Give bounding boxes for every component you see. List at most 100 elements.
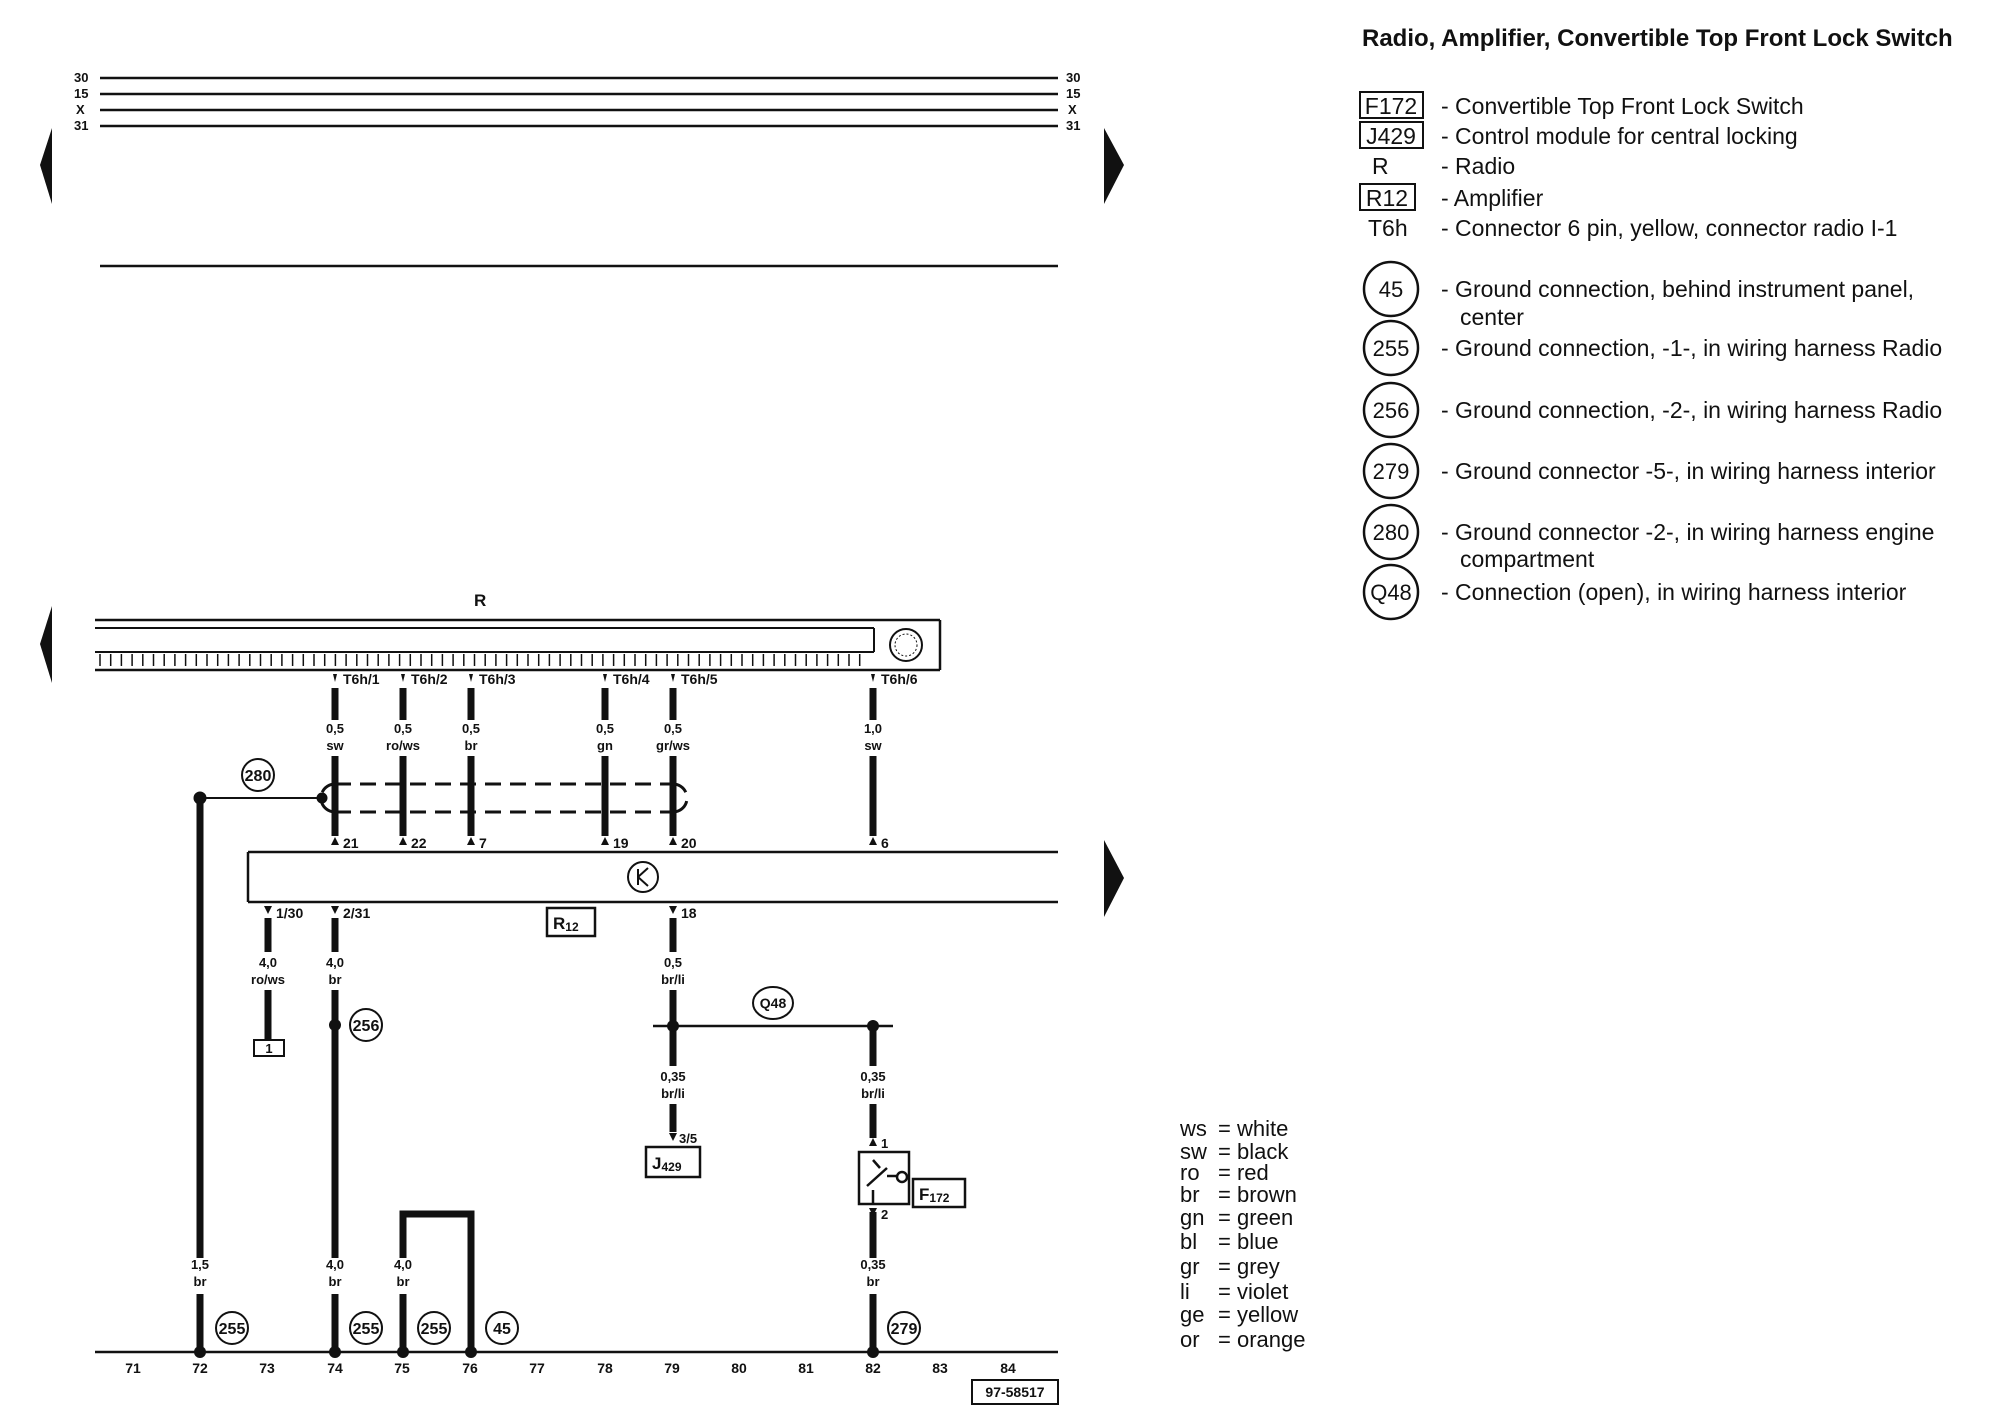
wire-size-9: 0,5: [664, 955, 682, 970]
radio-pin-arrows: [333, 674, 875, 682]
track-84: 84: [1000, 1360, 1016, 1376]
color-key: ws = white sw = black ro = red br = brow…: [1179, 1116, 1305, 1352]
color-key-abbr-br: br: [1180, 1182, 1200, 1207]
diagram-number-box: [971, 1379, 1059, 1405]
legend-ground-code-256: 256: [1373, 398, 1410, 423]
bus-label-left-30: 30: [74, 70, 88, 85]
wire-size-15: 0,35: [860, 1257, 885, 1272]
wire-size-10: 0,35: [660, 1069, 685, 1084]
wire-color-11: br/li: [861, 1086, 885, 1101]
legend-ground-code-280: 280: [1373, 520, 1410, 545]
wire-color-3: br: [465, 738, 478, 753]
wire-size-5: 0,5: [664, 721, 682, 736]
pin-label-t6h-1: T6h/1: [343, 671, 380, 687]
track-75: 75: [394, 1360, 410, 1376]
page-arrow-right-top: [1104, 128, 1124, 204]
track-79: 79: [664, 1360, 680, 1376]
page-arrow-left-top: [40, 128, 52, 204]
ground-255-symbol-a: [215, 1311, 249, 1345]
amp-pin-7: 7: [479, 835, 487, 851]
wire-color-14: br: [397, 1274, 410, 1289]
wire-color-5: gr/ws: [656, 738, 690, 753]
diagram-title: Radio, Amplifier, Convertible Top Front …: [1362, 25, 1953, 52]
f172-switch: [857, 1150, 911, 1206]
legend-ground-255-icon: [1362, 319, 1420, 377]
wire-color-8: br: [329, 972, 342, 987]
legend-ground-desc-256: - Ground connection, -2-, in wiring harn…: [1441, 397, 1942, 423]
f172-pin-1: 1: [881, 1136, 888, 1151]
legend-code-t6h: T6h: [1368, 215, 1408, 241]
ground-279-label: 279: [891, 1321, 918, 1338]
ground-255-symbol-c: [417, 1311, 451, 1345]
legend-code-f172: F172: [1365, 93, 1417, 119]
legend-ground-desc-45: - Ground connection, behind instrument p…: [1441, 276, 1914, 302]
radio-component: [95, 618, 942, 672]
amplifier-component: [246, 850, 1058, 904]
amp-pin-19: 19: [613, 835, 629, 851]
pin-label-t6h-6: T6h/6: [881, 671, 918, 687]
ground-bus-junctions: [194, 1346, 879, 1358]
color-key-abbr-gr: gr: [1180, 1254, 1200, 1279]
color-key-abbr-ws: ws: [1179, 1116, 1207, 1141]
bottom-ground-symbols: 255 255 255 45 279: [215, 1311, 921, 1345]
ground-255-label-b: 255: [353, 1321, 380, 1338]
ground-255-label-c: 255: [421, 1321, 448, 1338]
current-track-numbers: 71 72 73 74 75 76 77 78 79 80 81 82 83 8…: [125, 1360, 1016, 1376]
legend-desc-j429: - Control module for central locking: [1441, 123, 1798, 149]
legend-ground-280-icon: [1362, 503, 1420, 561]
bus-label-left-31: 31: [74, 118, 88, 133]
amp-pin-21: 21: [343, 835, 359, 851]
color-key-abbr-bl: bl: [1180, 1229, 1197, 1254]
radio-pin-labels: T6h/1 T6h/2 T6h/3 T6h/4 T6h/5 T6h/6: [343, 671, 918, 687]
pin-label-t6h-2: T6h/2: [411, 671, 448, 687]
color-key-abbr-gn: gn: [1180, 1205, 1204, 1230]
ground-280-branch: [193, 791, 328, 1352]
track-73: 73: [259, 1360, 275, 1376]
amplifier-label-box: [545, 906, 597, 938]
page-arrow-right-mid: [1104, 840, 1124, 917]
amp-top-pin-labels: 21 22 7 19 20 6: [343, 835, 889, 851]
ground-280-label: 280: [245, 768, 272, 785]
color-key-name-bl: = blue: [1218, 1229, 1279, 1254]
color-key-name-ge: = yellow: [1218, 1302, 1298, 1327]
bus-label-left-x: X: [76, 102, 85, 117]
legend-ground-45-icon: [1362, 260, 1420, 318]
ground-280-symbol: [241, 758, 275, 792]
wire-color-9: br/li: [661, 972, 685, 987]
color-key-name-gn: = green: [1218, 1205, 1293, 1230]
legend-desc-r12: - Amplifier: [1441, 185, 1544, 211]
wire-color-10: br/li: [661, 1086, 685, 1101]
pin-label-t6h-5: T6h/5: [681, 671, 718, 687]
legend-code-r: R: [1372, 153, 1389, 179]
amp-pin-18: 18: [681, 905, 697, 921]
amp-pin-6: 6: [881, 835, 889, 851]
wire-color-4: gn: [597, 738, 613, 753]
amplifier-icon: [627, 861, 659, 893]
wire-size-12: 1,5: [191, 1257, 209, 1272]
legend-desc-r: - Radio: [1441, 153, 1515, 179]
component-legend: F172 - Convertible Top Front Lock Switch…: [1359, 91, 1897, 241]
color-key-name-ws: = white: [1218, 1116, 1288, 1141]
legend-q48-icon: [1362, 563, 1420, 621]
amp-bottom-pin-labels: 1/30 2/31 18: [276, 905, 697, 921]
legend-ground-desc-255: - Ground connection, -1-, in wiring harn…: [1441, 335, 1942, 361]
color-key-name-li: = violet: [1218, 1279, 1288, 1304]
track-74: 74: [327, 1360, 343, 1376]
wire-size-4: 0,5: [596, 721, 614, 736]
wire-color-6: sw: [864, 738, 882, 753]
color-key-abbr-ro: ro: [1180, 1160, 1200, 1185]
wire-size-13: 4,0: [326, 1257, 344, 1272]
q48-label: Q48: [760, 995, 787, 1011]
ground-256-label: 256: [353, 1018, 380, 1035]
switch-contact-icon: [895, 1170, 909, 1184]
ground-255-symbol-b: [349, 1311, 383, 1345]
bus-label-left-15: 15: [74, 86, 88, 101]
wire-size-1: 0,5: [326, 721, 344, 736]
track-82: 82: [865, 1360, 881, 1376]
legend-ground-desc-280: - Ground connector -2-, in wiring harnes…: [1441, 519, 1934, 545]
legend-ground-code-279: 279: [1373, 459, 1410, 484]
track-78: 78: [597, 1360, 613, 1376]
radio-amp-wires: [331, 688, 877, 836]
legend-ground-code-q48: Q48: [1370, 580, 1412, 605]
